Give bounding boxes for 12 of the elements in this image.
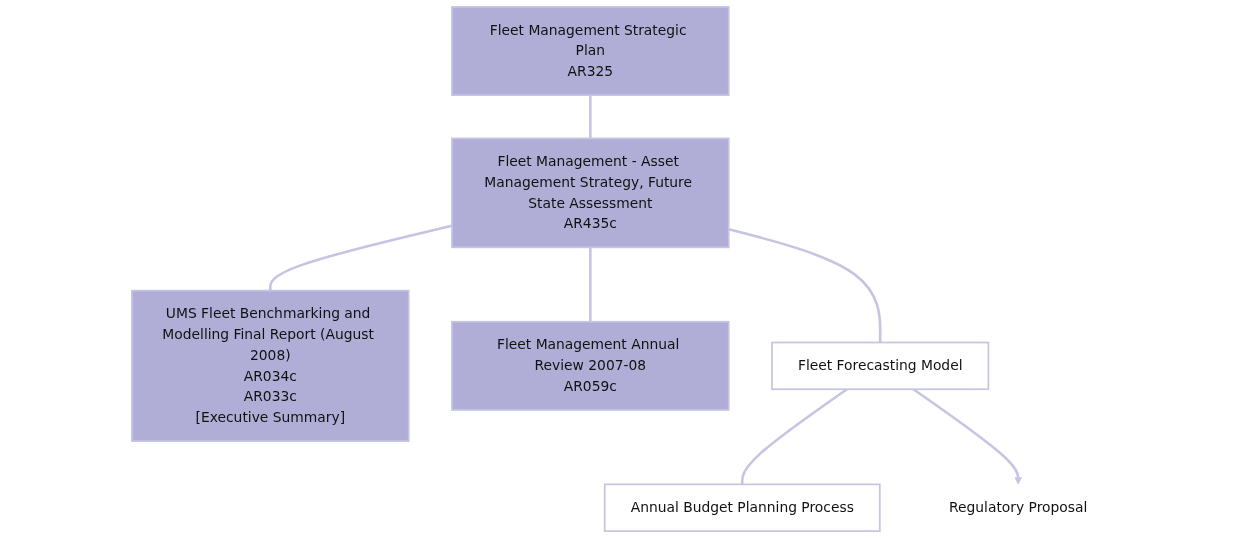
node-box: Fleet Management Strategic Plan AR325 [451, 6, 730, 96]
node-text: Regulatory Proposal [948, 499, 1088, 516]
connector [728, 227, 882, 343]
arrow [912, 388, 1022, 485]
node-box: Fleet Forecasting Model [771, 341, 990, 391]
node-box: Annual Budget Planning Process [603, 483, 881, 532]
connector [740, 388, 848, 485]
node-box: Fleet Management - Asset Management Strategy, Future State Assessment AR435c [451, 137, 730, 249]
node-box: UMS Fleet Benchmarking and Modelling Final Report (August 2008) AR034c AR033c [Executive Summary] [130, 289, 410, 442]
connector [588, 247, 592, 322]
connector [588, 95, 592, 139]
node-box: Fleet Management Annual Review 2007-08 AR059c [451, 320, 730, 411]
